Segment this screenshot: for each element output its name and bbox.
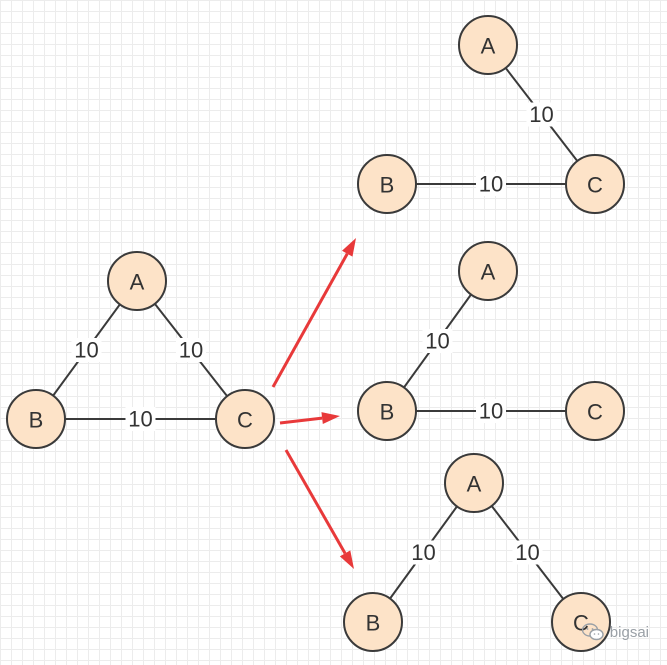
edge-weight-label: 10 — [411, 540, 435, 565]
arrow-head — [341, 238, 356, 257]
node-circle — [565, 154, 625, 214]
node-label: B — [380, 173, 395, 198]
spanning-tree-3-graph: 10 10 A B C — [343, 453, 611, 652]
node-b: B — [357, 381, 417, 441]
node-c: C — [565, 154, 625, 214]
edge-label-background — [71, 338, 102, 362]
arrow-to-spanning-tree-3 — [284, 449, 354, 569]
edge-weight-label: 10 — [425, 329, 449, 354]
node-circle — [215, 389, 275, 449]
node-a: A — [458, 241, 518, 301]
node-b: B — [6, 389, 66, 449]
edge-label-background — [422, 329, 453, 353]
node-label: B — [29, 408, 44, 433]
arrow-shaft — [271, 252, 349, 388]
node-c: C — [565, 381, 625, 441]
spanning-tree-2-graph: 10 10 A B C — [357, 241, 625, 441]
node-circle — [458, 241, 518, 301]
node-circle — [107, 251, 167, 311]
node-label: A — [467, 472, 482, 497]
arrow-to-spanning-tree-2 — [279, 412, 340, 425]
edge-weight-label: 10 — [479, 172, 503, 197]
node-label: C — [587, 173, 603, 198]
watermark: bigsai — [581, 623, 649, 641]
edge-weight-label: 10 — [74, 338, 98, 363]
edge-weight-label: 10 — [515, 540, 539, 565]
edge-label-background — [476, 172, 506, 196]
arrow-shaft — [284, 449, 347, 555]
edge-B-C: 10 — [387, 172, 595, 197]
edge-A-B: 10 — [372, 482, 475, 623]
arrow-head — [339, 550, 354, 569]
node-label: C — [237, 408, 253, 433]
node-label: B — [380, 400, 395, 425]
edge-weight-label: 10 — [128, 407, 152, 432]
edge-weight-label: 10 — [479, 399, 503, 424]
edge-label-background — [476, 399, 506, 423]
node-label: C — [573, 611, 589, 636]
edge-label-background — [176, 338, 206, 362]
edge-B-C: 10 — [387, 399, 595, 424]
edge-weight-label: 10 — [179, 338, 203, 363]
spanning-tree-1-graph: 10 10 A B C — [357, 15, 625, 214]
node-circle — [357, 381, 417, 441]
node-c: C — [215, 389, 275, 449]
original-graph: 10 10 10 A B C — [6, 251, 275, 449]
node-label: A — [481, 34, 496, 59]
arrow-shaft — [279, 416, 323, 425]
node-circle — [444, 453, 504, 513]
node-label: A — [130, 270, 145, 295]
edge-weight-label: 10 — [529, 102, 553, 127]
node-b: B — [343, 592, 403, 652]
arrow-to-spanning-tree-1 — [271, 238, 356, 388]
node-circle — [458, 15, 518, 75]
node-c: C — [551, 592, 611, 652]
node-circle — [6, 389, 66, 449]
edge-label-background — [512, 540, 543, 565]
node-circle — [357, 154, 417, 214]
wechat-icon — [581, 623, 604, 641]
node-b: B — [357, 154, 417, 214]
arrow-head — [321, 412, 340, 425]
edge-label-background — [526, 102, 557, 127]
node-a: A — [107, 251, 167, 311]
node-a: A — [444, 453, 504, 513]
node-circle — [343, 592, 403, 652]
edge-label-background — [125, 407, 156, 431]
edge-label-background — [408, 540, 439, 565]
edge-B-C: 10 — [36, 407, 245, 432]
node-label: A — [481, 260, 496, 285]
watermark-text: bigsai — [609, 623, 649, 641]
node-label: C — [587, 400, 603, 425]
node-circle — [565, 381, 625, 441]
node-label: B — [366, 611, 381, 636]
edge-A-C: 10 — [136, 280, 246, 420]
node-a: A — [458, 15, 518, 75]
